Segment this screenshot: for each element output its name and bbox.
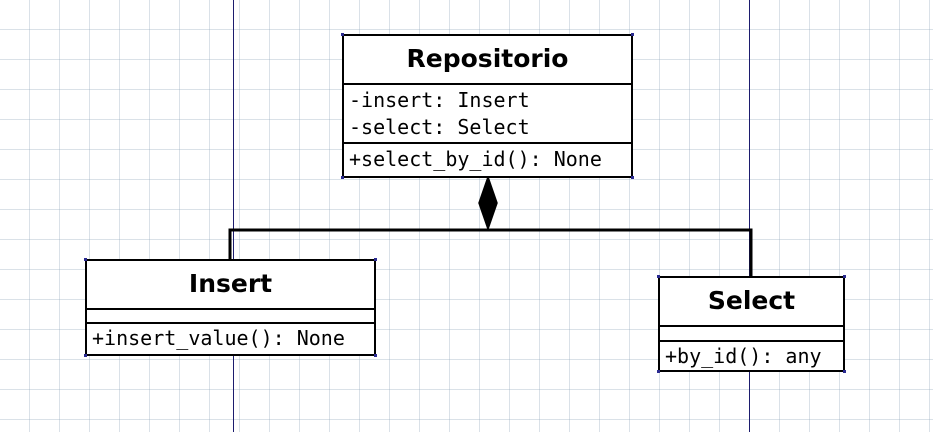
- class-repositorio-attributes: -insert: Insert -select: Select: [344, 85, 631, 144]
- resize-handle[interactable]: [843, 275, 846, 278]
- method-row: +by_id(): any: [665, 344, 822, 368]
- resize-handle[interactable]: [341, 176, 344, 179]
- resize-handle[interactable]: [657, 370, 660, 373]
- attribute-row: -insert: Insert: [349, 88, 530, 112]
- class-select-name: Select: [660, 278, 843, 327]
- composition-line-select[interactable]: [488, 228, 753, 277]
- vertical-guide-line-right: [749, 0, 750, 432]
- class-insert[interactable]: Insert +insert_value(): None: [85, 259, 376, 356]
- resize-handle[interactable]: [631, 176, 634, 179]
- class-repositorio[interactable]: Repositorio -insert: Insert -select: Sel…: [342, 34, 633, 178]
- class-repositorio-methods: +select_by_id(): None: [344, 144, 631, 175]
- class-insert-methods: +insert_value(): None: [87, 324, 374, 353]
- resize-handle[interactable]: [84, 258, 87, 261]
- composition-diamond: [478, 174, 498, 232]
- resize-handle[interactable]: [631, 33, 634, 36]
- class-select-attributes: [660, 327, 843, 342]
- class-insert-attributes: [87, 310, 374, 324]
- resize-handle[interactable]: [657, 275, 660, 278]
- resize-handle[interactable]: [843, 370, 846, 373]
- method-row: +insert_value(): None: [92, 326, 345, 350]
- class-repositorio-name: Repositorio: [344, 36, 631, 85]
- resize-handle[interactable]: [84, 354, 87, 357]
- class-select-methods: +by_id(): any: [660, 342, 843, 369]
- resize-handle[interactable]: [374, 354, 377, 357]
- class-insert-name: Insert: [87, 261, 374, 310]
- resize-handle[interactable]: [341, 33, 344, 36]
- attribute-row: -select: Select: [349, 115, 530, 139]
- class-select[interactable]: Select +by_id(): any: [658, 276, 845, 372]
- composition-line-insert[interactable]: [228, 228, 488, 260]
- resize-handle[interactable]: [374, 258, 377, 261]
- method-row: +select_by_id(): None: [349, 147, 602, 171]
- vertical-guide-line-left: [233, 0, 234, 432]
